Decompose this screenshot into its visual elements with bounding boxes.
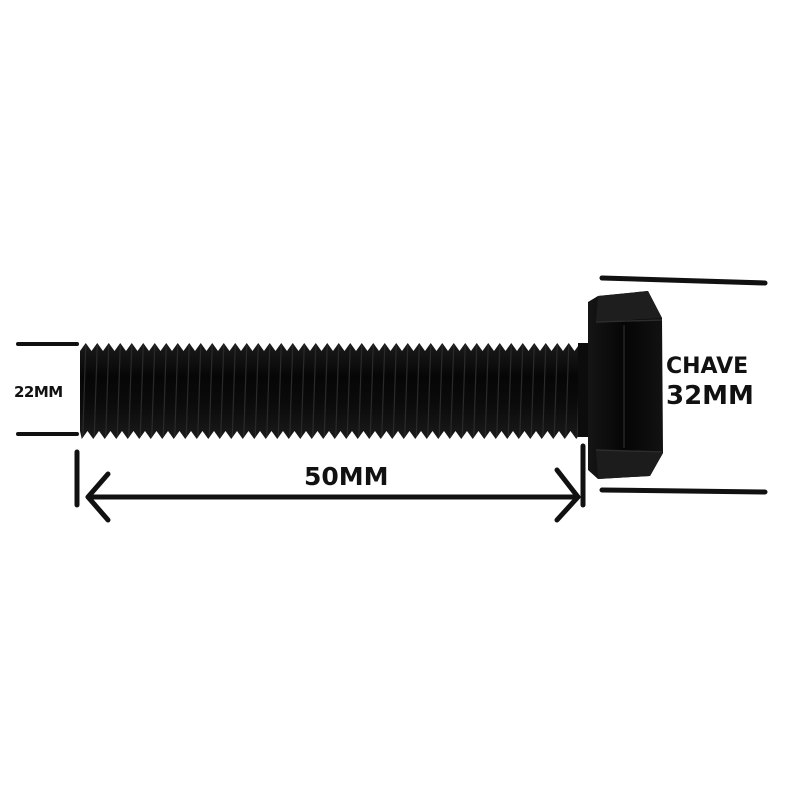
thread-ridge [404,344,409,438]
thread-ridge [438,344,443,438]
thread-ridge [277,344,282,438]
length-dimension [74,443,586,523]
thread-ridge [312,344,317,438]
thread-ridge [392,344,397,438]
thread-ridge [530,344,535,438]
thread-ridge [105,344,110,438]
thread-ridge [381,344,386,438]
thread-ridge [174,344,179,438]
thread-ridge [185,344,190,438]
thread-ridge [565,344,570,438]
thread-ridge [197,344,202,438]
thread-ridge [243,344,248,438]
thread-ridge [519,344,524,438]
thread-ridge [461,344,466,438]
thread-ridge [82,344,87,438]
thread-ridge [450,344,455,438]
thread-ridge [323,344,328,438]
bolt-shank [80,343,582,439]
thread-ridge [289,344,294,438]
thread-ridge [93,344,98,438]
wrench-label-line2: 32MM [666,381,754,411]
thread-ridge [473,344,478,438]
thread-ridge [484,344,489,438]
thread-ridge [358,344,363,438]
thread-ridge [496,344,501,438]
thread-ridge [231,344,236,438]
thread-ridge [553,344,558,438]
thread-ridge [139,344,144,438]
wrench-marker [599,275,768,495]
thread-ridge [254,344,259,438]
diameter-marker [16,342,79,436]
thread-ridge [162,344,167,438]
length-label: 50MM [304,462,389,491]
thread-ridge [346,344,351,438]
thread-ridge [335,344,340,438]
wrench-label-line1: CHAVE [666,354,749,379]
thread-ridge [369,344,374,438]
thread-ridge [220,344,225,438]
thread-ridge [300,344,305,438]
thread-ridge [415,344,420,438]
bolt-head [578,291,663,479]
thread-ridge [427,344,432,438]
thread-ridge [128,344,133,438]
thread-ridge [507,344,512,438]
diameter-label: 22MM [14,383,63,401]
thread-ridge [266,344,271,438]
thread-ridge [151,344,156,438]
thread-ridge [542,344,547,438]
thread-ridge [116,344,121,438]
thread-ridge [208,344,213,438]
